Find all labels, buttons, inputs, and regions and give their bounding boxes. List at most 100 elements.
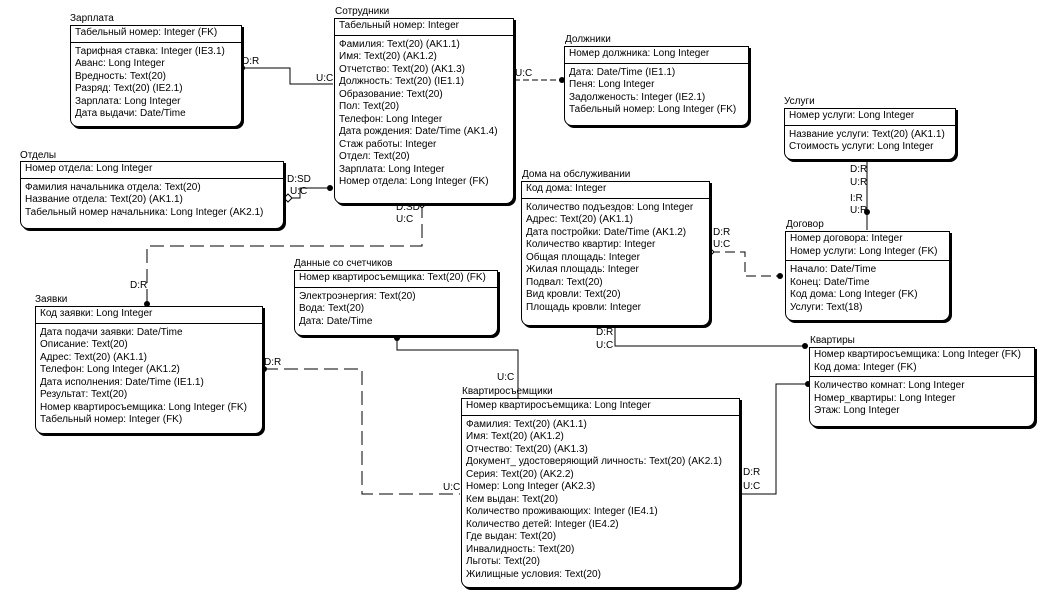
pk-block: Код заявки: Long Integer: [36, 307, 262, 324]
pk-block: Номер услуги: Long Integer: [785, 109, 955, 126]
attr-block: Количество подъездов: Long Integer Адрес…: [522, 199, 709, 317]
rel-label: U:C: [443, 482, 461, 493]
attr: Адрес: Text(20) (AK1.1): [40, 351, 147, 363]
rel-tenants-apartments: [740, 383, 808, 495]
attr: Номер квартиросъемщика: Long Integer (FK…: [40, 401, 247, 413]
entity-apartments[interactable]: Номер квартиросъемщика: Long Integer (FK…: [809, 347, 1035, 427]
entity-salary[interactable]: Табельный номер: Integer (FK) Тарифная с…: [70, 25, 242, 127]
entity-tenants[interactable]: Номер квартиросъемщика: Long Integer Фам…: [461, 398, 740, 588]
attr: Телефон: Long Integer: [339, 113, 443, 125]
attr: Дата: Date/Time: [299, 315, 373, 327]
pk-block: Табельный номер: Integer: [335, 19, 513, 36]
rel-label: D:R: [713, 227, 731, 238]
attr: Название отдела: Text(20) (AK1.1): [25, 194, 183, 205]
attr: Дата выдачи: Date/Time: [75, 108, 186, 119]
dot-debtors: [559, 77, 565, 83]
pk-block: Номер договора: Integer Номер услуги: Lo…: [786, 232, 949, 261]
attr: Дата: Date/Time (IE1.1): [569, 66, 676, 78]
rel-label: D:R: [743, 467, 761, 478]
attr-block: Фамилия: Text(20) (AK1.1) Имя: Text(20) …: [335, 36, 513, 191]
attr: Жилищные условия: Text(20): [466, 568, 601, 580]
attr: Кем выдан: Text(20): [466, 493, 559, 505]
attr: Телефон: Long Integer (AK1.2): [40, 364, 180, 375]
rel-houses-apartments: [614, 326, 808, 347]
pk-attr: Номер квартиросъемщика: Long Integer: [466, 400, 651, 411]
attr: Количество проживающих: Integer (IE4.1): [466, 506, 658, 517]
rel-label: U:C: [497, 372, 515, 383]
attr: Табельный номер: Integer (FK): [40, 414, 183, 425]
attr-block: Фамилия начальника отдела: Text(20) Назв…: [21, 179, 283, 222]
pk-block: Номер отдела: Long Integer: [21, 162, 283, 179]
pk-attr: Номер квартиросъемщика: Text(20) (FK): [299, 272, 486, 283]
rel-label: U:C: [316, 73, 334, 84]
attr: Вид кровли: Text(20): [526, 289, 621, 300]
attr: Дата постройки: Date/Time (AK1.2): [526, 226, 687, 238]
attr-block: Название услуги: Text(20) (AK1.1) Стоимо…: [785, 126, 955, 156]
entity-debtors[interactable]: Номер должника: Long Integer Дата: Date/…: [564, 46, 749, 126]
attr: Количество квартир: Integer: [526, 239, 656, 250]
rel-label: D:R: [596, 327, 614, 338]
rel-label: U:C: [290, 186, 308, 197]
diamond-dept: [283, 193, 293, 203]
rel-requests-tenants: [264, 368, 460, 495]
entity-employees[interactable]: Табельный номер: Integer Фамилия: Text(2…: [334, 18, 514, 204]
pk-attr: Табельный номер: Integer (FK): [75, 27, 218, 38]
rel-label: U:C: [743, 481, 761, 492]
attr: Описание: Text(20): [40, 339, 128, 350]
attr: Номер: Long Integer (AK2.3): [466, 481, 596, 492]
rel-label: I:R: [850, 193, 863, 204]
rel-label: D:SD: [396, 202, 420, 213]
attr: Зарплата: Long Integer: [75, 95, 181, 107]
rel-meters-tenants: [396, 336, 519, 398]
pk-attr: Номер услуги: Long Integer (FK): [790, 245, 938, 257]
entity-departments[interactable]: Номер отдела: Long Integer Фамилия начал…: [20, 161, 284, 229]
rel-departments-employees: [288, 187, 333, 199]
entity-title-meters: Данные со счетчиков: [294, 258, 393, 269]
entity-title-houses: Дома на обслуживании: [522, 169, 631, 180]
entity-title-employees: Сотрудники: [335, 6, 390, 17]
pk-attr: Номер договора: Integer: [790, 233, 903, 244]
rel-salary-employees: [242, 67, 333, 85]
entity-requests[interactable]: Код заявки: Long Integer Дата подачи зая…: [35, 306, 263, 434]
attr: Имя: Text(20) (AK1.2): [339, 51, 437, 62]
attr: Жилая площадь: Integer: [526, 264, 639, 275]
attr: Образование: Text(20): [339, 88, 443, 100]
entity-meters[interactable]: Номер квартиросъемщика: Text(20) (FK) Эл…: [294, 270, 498, 336]
rel-label: U:C: [713, 239, 731, 250]
pk-block: Табельный номер: Integer (FK): [71, 26, 241, 43]
dot-employees-dept: [327, 185, 333, 191]
attr: Количество детей: Integer (IE4.2): [466, 518, 619, 530]
attr: Отчетство: Text(20) (AK1.3): [339, 63, 465, 75]
attr: Табельный номер начальника: Long Integer…: [25, 206, 264, 218]
pk-attr: Номер услуги: Long Integer: [789, 110, 915, 121]
attr-block: Дата подачи заявки: Date/Time Описание: …: [36, 324, 262, 429]
entity-title-contract: Договор: [786, 219, 824, 230]
attr: Подвал: Text(20): [526, 276, 603, 288]
dot-meters: [394, 335, 400, 341]
entity-houses[interactable]: Код дома: Integer Количество подъездов: …: [521, 181, 710, 326]
attr: Электроэнергия: Text(20): [299, 290, 416, 302]
attr: Дата рождения: Date/Time (AK1.4): [339, 126, 498, 137]
rel-label: D:R: [264, 357, 282, 368]
attr: Номер отдела: Long Integer (FK): [339, 176, 489, 187]
attr: Дата подачи заявки: Date/Time: [40, 326, 183, 338]
rel-label: U:C: [396, 214, 414, 225]
attr: Задолженость: Integer (IE2.1): [569, 91, 706, 103]
attr: Вредность: Text(20): [75, 70, 166, 82]
attr: Начало: Date/Time: [790, 264, 877, 275]
rel-houses-contract: [710, 251, 783, 277]
attr-block: Фамилия: Text(20) (AK1.1) Имя: Text(20) …: [462, 416, 739, 584]
attr: Имя: Text(20) (AK1.2): [466, 431, 564, 442]
pk-attr: Номер должника: Long Integer: [569, 48, 710, 59]
entity-contract[interactable]: Номер договора: Integer Номер услуги: Lo…: [785, 231, 950, 321]
attr-block: Начало: Date/Time Конец: Date/Time Код д…: [786, 261, 949, 316]
attr: Номер_квартиры: Long Integer: [814, 392, 956, 404]
attr: Зарплата: Long Integer: [339, 163, 445, 175]
entity-services[interactable]: Номер услуги: Long Integer Название услу…: [784, 108, 956, 160]
pk-block: Номер квартиросъемщика: Long Integer: [462, 399, 739, 416]
attr: Код дома: Long Integer (FK): [790, 289, 918, 300]
attr: Аванс: Long Integer: [75, 58, 165, 69]
rel-label: U:C: [515, 68, 533, 79]
rel-label: U:R: [850, 177, 868, 188]
attr: Пеня: Long Integer: [569, 79, 655, 90]
